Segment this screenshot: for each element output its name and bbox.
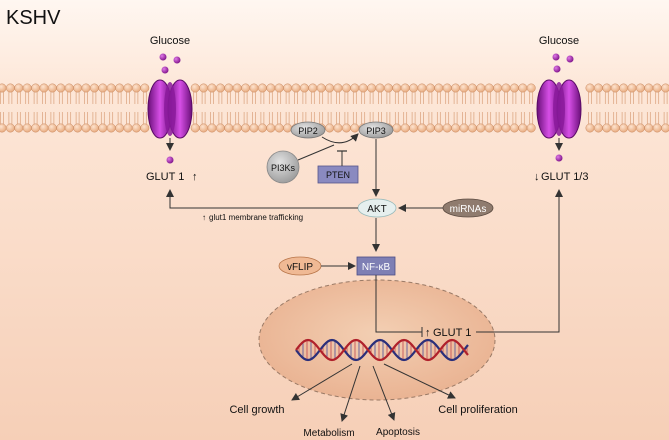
pip3-label: PIP3 <box>366 126 386 136</box>
pip2-to-pip3-arrow <box>321 133 359 144</box>
pip3-node: PIP3 <box>358 121 394 139</box>
akt-label: AKT <box>367 204 386 215</box>
glucose-molecules-right <box>552 53 574 162</box>
pten-node: PTEN <box>317 165 359 184</box>
glut1-transporter-left <box>147 79 193 139</box>
cell-proliferation-label: Cell proliferation <box>438 404 517 416</box>
glut13-transporter-right <box>536 79 582 139</box>
glut1-to-glut13-arrow <box>476 189 563 333</box>
glucose-label-left: Glucose <box>150 35 190 47</box>
dna-helix <box>295 338 469 362</box>
glut1-label-left: GLUT 1 <box>146 171 184 183</box>
glut13-label-right: GLUT 1/3 <box>541 171 589 183</box>
nfkb-node: NF-κB <box>356 256 396 276</box>
outcome-arrows <box>291 363 456 422</box>
glut1-nucleus-label: GLUT 1 <box>433 327 471 339</box>
akt-to-glut1-arrow <box>166 189 358 209</box>
metabolism-label: Metabolism <box>303 428 354 439</box>
up-arrow-icon: ↑ <box>192 171 198 183</box>
cell-growth-label: Cell growth <box>229 404 284 416</box>
pi3ks-label: PI3Ks <box>271 163 296 173</box>
akt-node: AKT <box>357 198 397 218</box>
small-up-arrow-icon: ↑ <box>202 213 206 222</box>
glut1-trafficking-label: glut1 membrane trafficking <box>209 213 303 222</box>
apoptosis-label: Apoptosis <box>376 427 420 438</box>
cell-membrane <box>0 83 669 133</box>
nfkb-to-glut1-line <box>375 275 422 333</box>
pip2-node: PIP2 <box>290 121 326 139</box>
pi3ks-node: PI3Ks <box>266 150 300 184</box>
nfkb-label: NF-κB <box>362 262 391 273</box>
glucose-label-right: Glucose <box>539 35 579 47</box>
vflip-node: vFLIP <box>278 256 322 276</box>
mirnas-node: miRNAs <box>442 198 494 218</box>
diagram-title: KSHV <box>6 7 61 29</box>
pten-label: PTEN <box>326 170 350 180</box>
down-arrow-icon: ↓ <box>534 171 540 183</box>
vflip-label: vFLIP <box>287 262 313 273</box>
glucose-molecules-left <box>159 53 181 164</box>
glut1-up-arrow-icon: ↑ <box>425 327 431 339</box>
pip2-label: PIP2 <box>298 126 318 136</box>
pi3ks-activation-line <box>297 144 335 161</box>
mirnas-label: miRNAs <box>450 204 487 215</box>
